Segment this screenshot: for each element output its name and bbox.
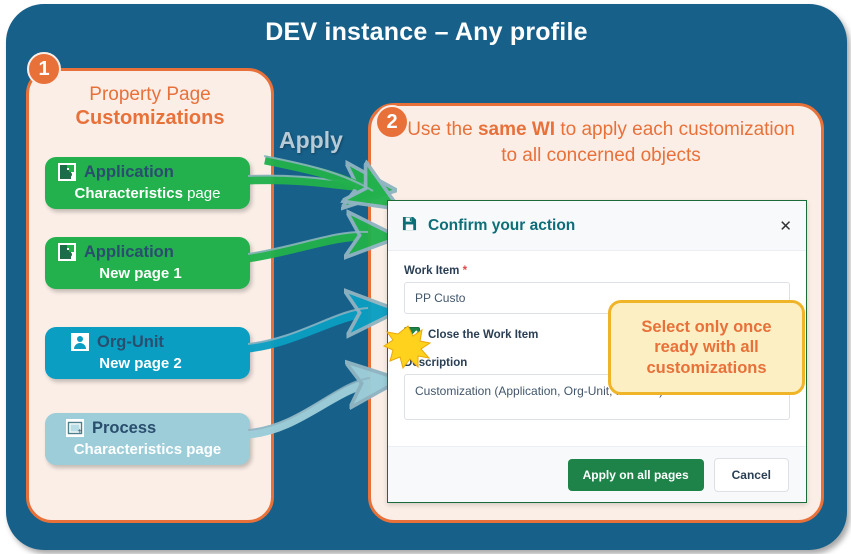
description-input[interactable]: Customization (Application, Org-Unit, Pr…: [404, 374, 790, 420]
card-subtitle-regular: page: [182, 185, 221, 202]
card-title-row: Application: [45, 242, 250, 262]
right-heading-part1: Use the: [407, 119, 478, 140]
apply-on-all-pages-button[interactable]: Apply on all pages: [567, 458, 704, 491]
close-work-item-label: Close the Work Item: [428, 329, 539, 341]
required-marker: *: [462, 265, 468, 277]
card-title-row: Org-Unit: [45, 332, 250, 352]
card-title-row: + Process: [45, 418, 250, 438]
dialog-title: Confirm your action: [428, 216, 576, 234]
left-heading-line1: Property Page: [89, 84, 211, 105]
card-subtitle: New page 1: [45, 262, 250, 282]
object-card-application-characteristics[interactable]: Application Characteristics page: [45, 157, 250, 209]
close-icon[interactable]: ✕: [779, 217, 792, 235]
page-title: DEV instance – Any profile: [265, 18, 588, 46]
card-subtitle-bold: New page 2: [99, 355, 182, 372]
card-title: Process: [92, 418, 157, 437]
card-subtitle-bold: Characteristics: [74, 185, 183, 202]
step-badge-2: 2: [375, 105, 409, 139]
card-subtitle: New page 2: [45, 352, 250, 372]
card-title: Application: [84, 242, 174, 261]
callout-select-only-once: Select only once ready with all customiz…: [608, 300, 805, 395]
card-subtitle: Characteristics page: [45, 438, 250, 458]
svg-text:+: +: [78, 427, 83, 436]
object-card-application-new-page-1[interactable]: Application New page 1: [45, 237, 250, 289]
org-unit-icon: [70, 332, 90, 352]
right-panel-heading: Use the same WI to apply each customizat…: [397, 117, 805, 168]
object-card-org-unit-new-page-2[interactable]: Org-Unit New page 2: [45, 327, 250, 379]
card-title-row: Application: [45, 162, 250, 182]
left-heading-line2: Customizations: [75, 107, 225, 130]
callout-line-2: ready with all: [654, 338, 759, 357]
callout-line-1: Select only once: [641, 317, 772, 336]
card-title: Application: [84, 162, 174, 181]
property-page-customizations-panel: Property Page Customizations Application…: [26, 68, 274, 523]
work-item-label: Work Item *: [404, 265, 790, 277]
object-card-process-characteristics[interactable]: + Process Characteristics page: [45, 413, 250, 465]
dialog-header: Confirm your action ✕: [388, 201, 806, 251]
application-icon: [57, 162, 77, 182]
work-item-label-text: Work Item: [404, 265, 460, 277]
card-subtitle-bold: Characteristics page: [73, 441, 222, 458]
process-icon: +: [65, 418, 85, 438]
save-disk-icon: [402, 216, 417, 236]
apply-label: Apply: [279, 127, 343, 153]
card-subtitle-bold: New page 1: [99, 265, 182, 282]
cancel-button[interactable]: Cancel: [713, 457, 789, 492]
step-badge-1: 1: [27, 52, 61, 86]
checkbox-checked-icon[interactable]: [404, 327, 420, 343]
right-heading-part2: to apply each customization to all conce…: [501, 119, 795, 166]
dialog-footer: Apply on all pages Cancel: [388, 446, 806, 502]
right-heading-bold: same WI: [477, 119, 556, 140]
dialog-body: Work Item * PP Custo Close the Work Item…: [388, 251, 806, 420]
left-panel-heading: Property Page Customizations: [29, 83, 271, 131]
card-title: Org-Unit: [97, 332, 164, 351]
application-icon: [57, 242, 77, 262]
callout-text: Select only once ready with all customiz…: [641, 317, 771, 378]
callout-line-3: customizations: [646, 358, 767, 377]
card-subtitle: Characteristics page: [45, 182, 250, 202]
